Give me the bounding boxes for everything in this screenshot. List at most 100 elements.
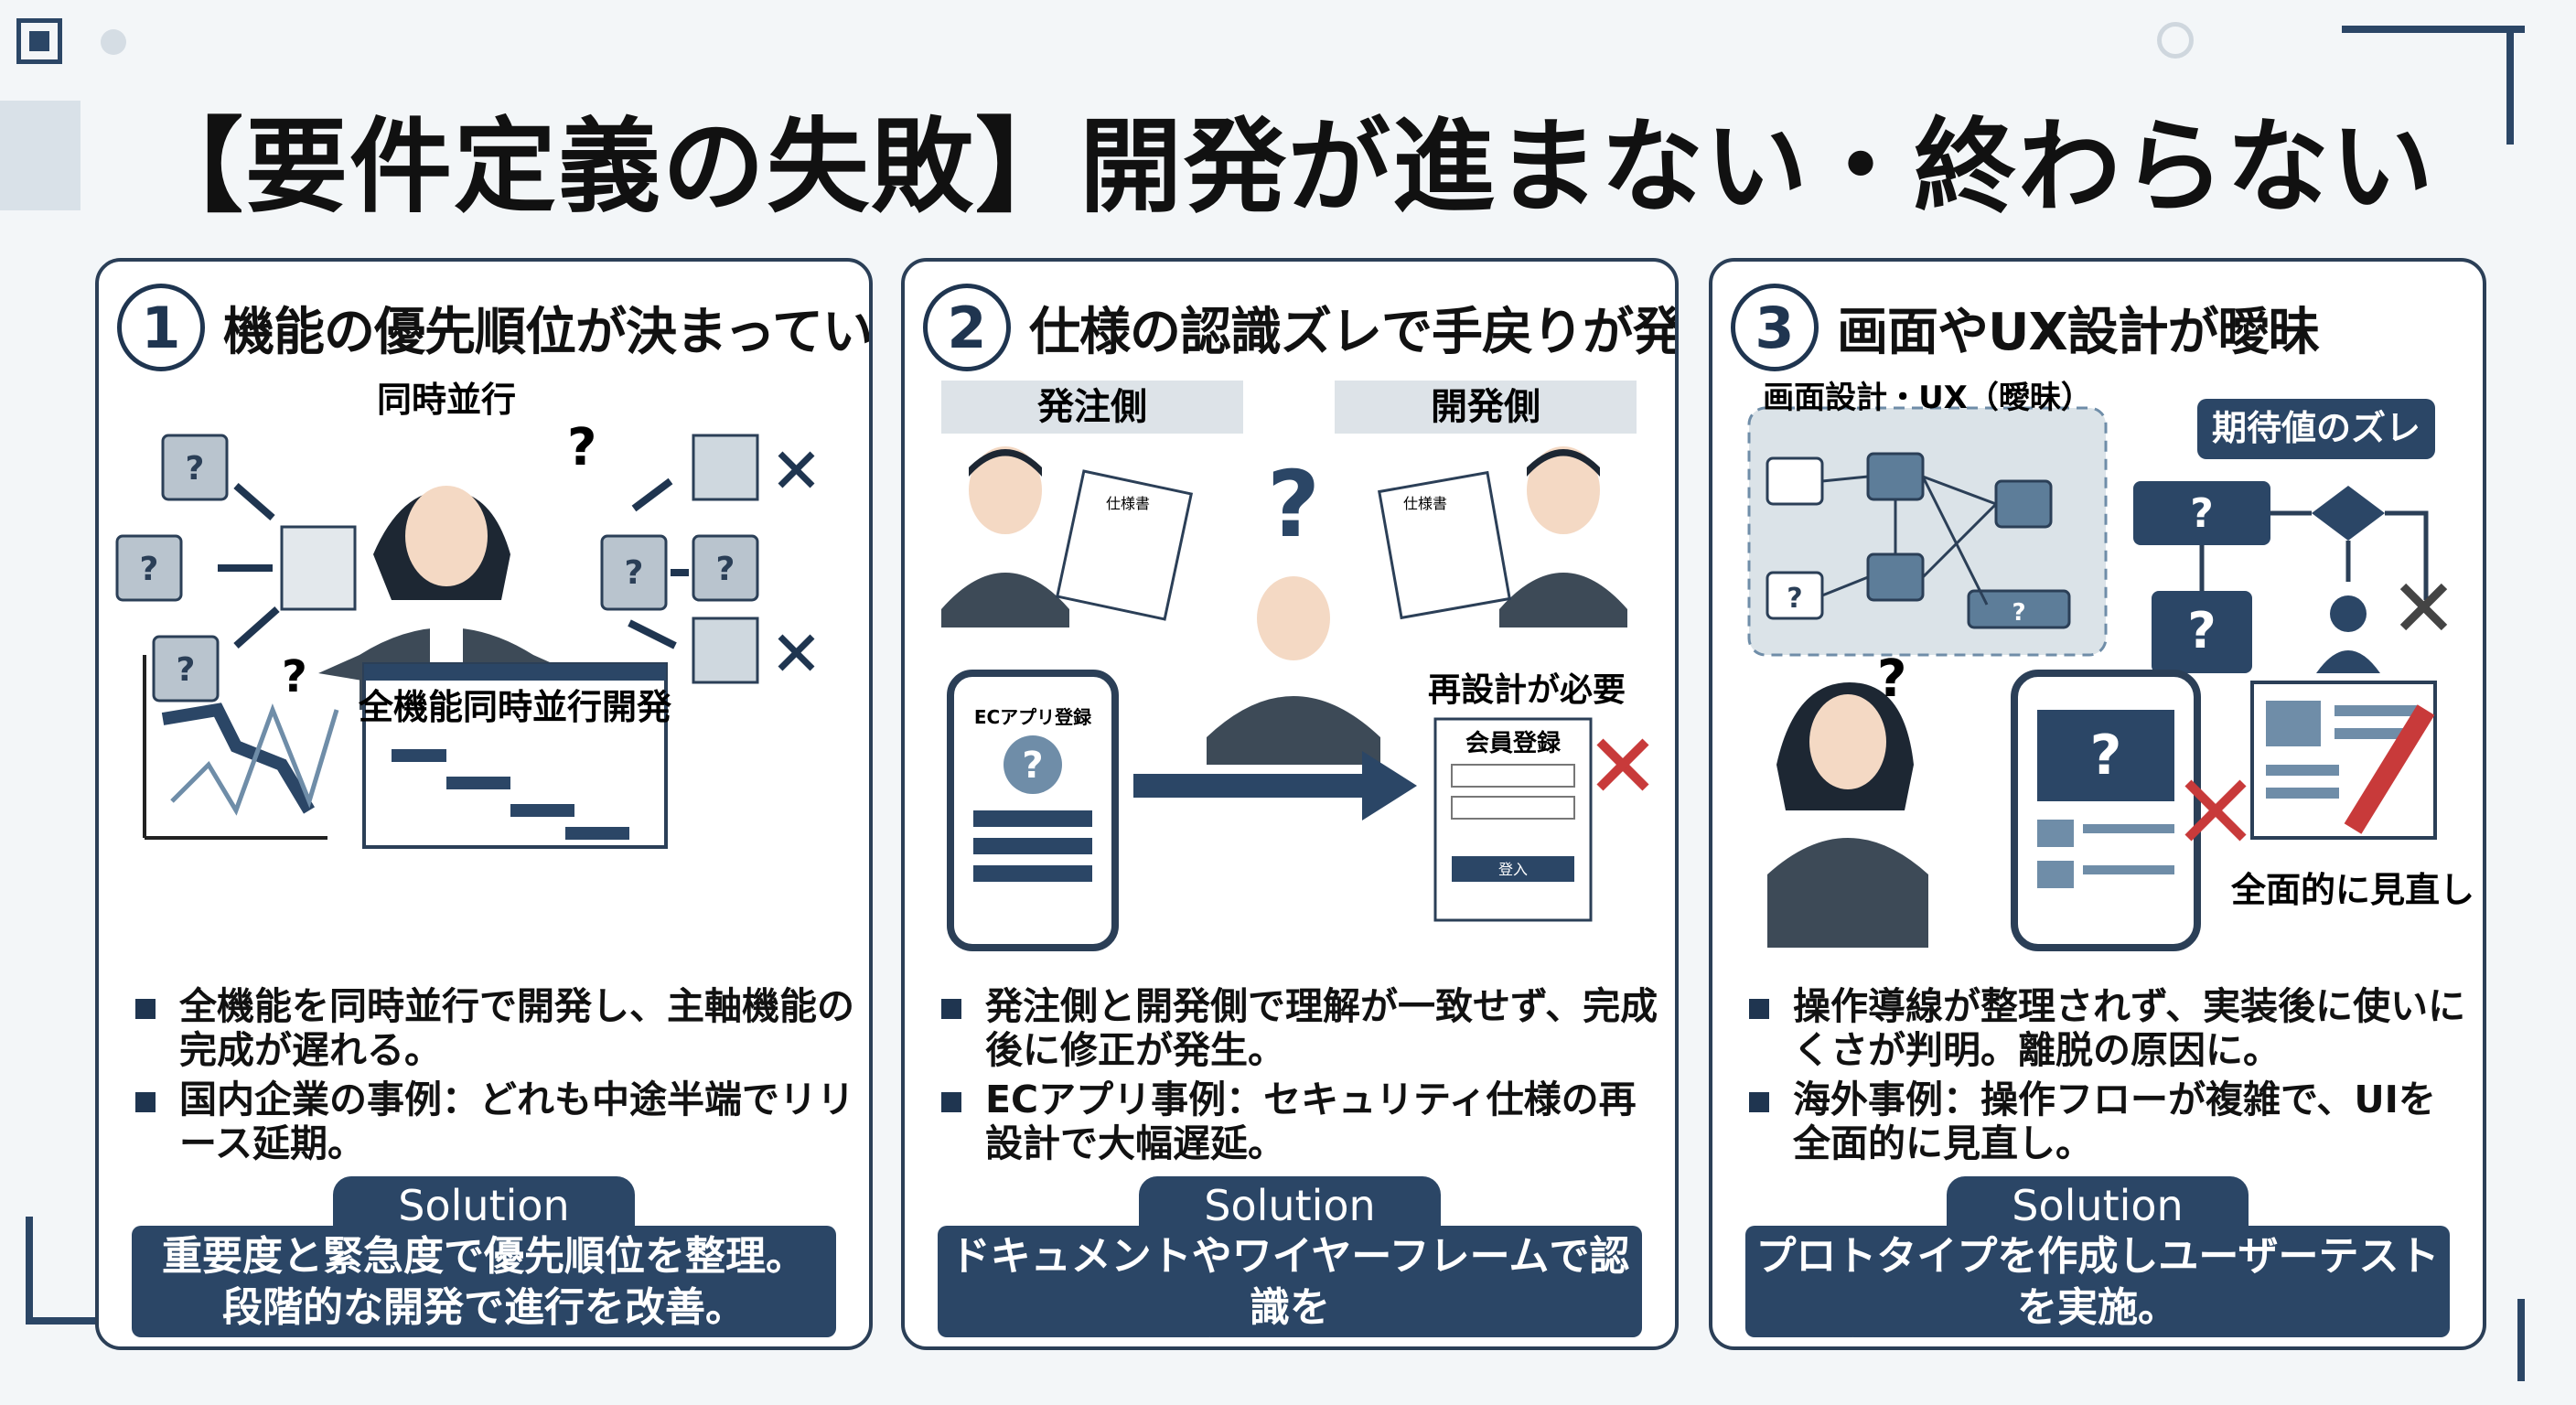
svg-text:ECアプリ登録: ECアプリ登録 [974,706,1092,728]
client-document: 仕様書 [1055,469,1194,621]
concurrent-label: 同時並行 [377,381,516,420]
dev-side-label: 開発側 [1431,386,1540,428]
server-icon [692,434,759,501]
ux-illustration: 画面設計・UX（曖昧） ? ? 期待値のズレ ? ? [1747,381,2474,951]
redesign-arrow [1133,751,1417,820]
panel-number: 1 [117,284,205,371]
panel-heading: 2 仕様の認識ズレで手戻りが発生 [923,282,1679,373]
panel-heading-text: 仕様の認識ズレで手戻りが発生 [1029,302,1679,362]
solution-box: Solution プロトタイプを作成しユーザーテストを実施。 初期段階でカスタマ… [1745,1176,2450,1346]
svg-text:?: ? [625,554,644,592]
document-icon [280,525,357,611]
line-decoration [26,1317,135,1325]
bullet-item: 海外事例：操作フローが複雑で、UIを全面的に見直し。 [1749,1078,2472,1165]
bullet-item: 全機能を同時並行で開発し、主軸機能の完成が遅れる。 [135,984,858,1072]
solution-box: Solution 重要度と緊急度で優先順位を整理。 段階的な開発で進行を改善。 [132,1176,836,1337]
thinking-woman-figure: ? [1767,649,1928,948]
solution-text: 重要度と緊急度で優先順位を整理。 段階的な開発で進行を改善。 [132,1226,836,1337]
bullet-list: 発注側と開発側で理解が一致せず、完成後に修正が発生。 ECアプリ事例：セキュリテ… [941,984,1664,1171]
bullet-list: 操作導線が整理されず、実装後に使いにくさが判明。離脱の原因に。 海外事例：操作フ… [1749,984,2472,1171]
priority-illustration: 同時並行 ? ????? [115,381,815,849]
scatter-arrows [218,477,689,649]
cross-icons [778,451,815,671]
misunderstanding-illustration: 発注側 開発側 ? 仕様書 仕様書 [941,381,1649,951]
panel-heading-text: 機能の優先順位が決まっていない [223,302,873,362]
line-decoration [26,1217,33,1325]
dev-side-banner [1335,381,1637,434]
line-decoration [2506,26,2514,145]
expectation-flowchart: ? ? [2133,481,2448,673]
svg-text:会員登録: 会員登録 [1465,729,1562,757]
full-review-label: 全面的に見直し [2230,870,2474,910]
member-registration-form: 会員登録 登入 [1433,717,1593,922]
panel-number: 2 [923,284,1011,371]
redesign-label: 再設計が必要 [1428,671,1626,709]
redesign-document [2250,681,2437,840]
expectation-gap-banner [2197,399,2435,459]
flow-nodes [1766,452,2071,629]
svg-text:仕様書: 仕様書 [1106,495,1150,512]
svg-text:?: ? [2090,724,2122,788]
bullet-item: 操作導線が整理されず、実装後に使いにくさが判明。離脱の原因に。 [1749,984,2472,1072]
bullet-item: ECアプリ事例：セキュリティ仕様の再設計で大幅遅延。 [941,1078,1664,1165]
solution-text: ドキュメントやワイヤーフレームで認識を すり合わせ。定期的なレビューを設ける。 [938,1226,1642,1346]
phone-mockup: ECアプリ登録 ? [947,670,1119,951]
client-side-label: 発注側 [1037,386,1147,428]
svg-text:?: ? [186,450,205,488]
confused-man-figure [1207,576,1380,765]
solution-label: Solution [1947,1176,2249,1231]
svg-text:?: ? [282,651,307,702]
line-decoration [2342,26,2525,33]
chart-card-title: 全機能同時並行開発 [358,687,672,727]
question-mark: ? [1267,451,1320,558]
expectation-gap-label: 期待値のズレ [2212,408,2420,448]
ux-box-label: 画面設計・UX（曖昧） [1763,381,2092,416]
client-side-banner [941,381,1243,434]
dot-decoration [101,29,126,55]
panel-number: 3 [1731,284,1819,371]
developer-man-figure [1499,446,1627,627]
chaotic-progress-chart: ? [143,651,339,840]
client-man-figure [941,446,1069,627]
pen-icon [2344,704,2435,834]
developer-document: 仕様書 [1378,470,1511,620]
panel-heading: 1 機能の優先順位が決まっていない [117,282,873,373]
svg-text:?: ? [1022,745,1043,787]
svg-text:?: ? [177,651,196,689]
flow-arrows [1821,475,1998,606]
corner-square-decoration [16,18,62,64]
red-x-icon [1596,738,1649,791]
solution-box: Solution ドキュメントやワイヤーフレームで認識を すり合わせ。定期的なレ… [938,1176,1642,1346]
svg-text:?: ? [716,551,735,588]
database-icon [692,617,759,684]
bullet-item: 国内企業の事例：どれも中途半端でリリース延期。 [135,1078,858,1165]
block-decoration [0,101,80,210]
bullet-list: 全機能を同時並行で開発し、主軸機能の完成が遅れる。 国内企業の事例：どれも中途半… [135,984,858,1171]
svg-text:?: ? [2187,602,2216,660]
phone-mockup: ? [2011,670,2201,951]
svg-text:登入: 登入 [1498,861,1528,878]
panel-1: 1 機能の優先順位が決まっていない 同時並行 ? [95,258,873,1350]
question-doc-icons [115,434,759,702]
solution-label: Solution [333,1176,635,1231]
red-x-icon [2184,779,2247,842]
svg-text:仕様書: 仕様書 [1403,495,1447,512]
panel-3: 3 画面やUX設計が曖昧 画面設計・UX（曖昧） ? ? 期待値のズレ [1709,258,2486,1350]
solution-text: プロトタイプを作成しユーザーテストを実施。 初期段階でカスタマージャーニーを整理… [1745,1226,2450,1346]
concurrent-dev-card: 全機能同時並行開発 [358,662,672,849]
panel-heading-text: 画面やUX設計が曖昧 [1837,302,2320,362]
panel-heading: 3 画面やUX設計が曖昧 [1731,282,2320,373]
svg-text:?: ? [140,551,159,588]
svg-text:?: ? [1877,649,1906,709]
line-decoration [2517,1299,2525,1381]
svg-text:?: ? [1787,583,1802,615]
svg-text:?: ? [2012,599,2025,627]
panel-2: 2 仕様の認識ズレで手戻りが発生 発注側 開発側 ? 仕様書 [901,258,1679,1350]
svg-text:?: ? [2190,490,2214,537]
ring-decoration [2157,22,2194,59]
question-mark: ? [567,418,596,477]
bullet-item: 発注側と開発側で理解が一致せず、完成後に修正が発生。 [941,984,1664,1072]
page-title: 【要件定義の失敗】開発が進まない・終わらない [141,108,2435,227]
solution-label: Solution [1139,1176,1441,1231]
